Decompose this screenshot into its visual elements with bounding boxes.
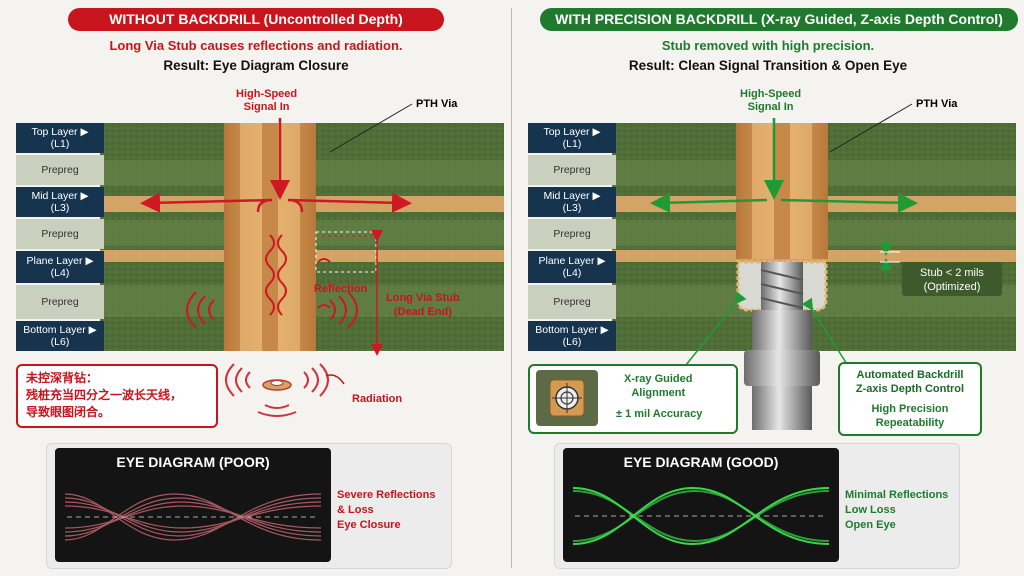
left-header: WITHOUT BACKDRILL (Uncontrolled Depth) <box>68 8 444 31</box>
eye-diagram-poor: EYE DIAGRAM (POOR) <box>55 448 331 562</box>
left-pth-via-label: PTH Via <box>416 98 458 110</box>
stub-note-box: Stub < 2 mils (Optimized) <box>902 262 1002 296</box>
layer-top: Top Layer ▶(L1) <box>16 123 104 153</box>
left-subtitle: Long Via Stub causes reflections and rad… <box>109 38 403 53</box>
stub-label: Long Via Stub(Dead End) <box>386 292 460 318</box>
left-cross-section <box>100 118 504 417</box>
left-eye-box: EYE DIAGRAM (POOR) Severe Reflections& L… <box>46 443 452 569</box>
layer-bottom: Bottom Layer ▶(L6) <box>16 321 104 351</box>
layer-top: Top Layer ▶(L1) <box>528 123 616 153</box>
crosshair-icon <box>536 370 598 426</box>
right-header: WITH PRECISION BACKDRILL (X-ray Guided, … <box>540 8 1018 31</box>
eye-title-poor: EYE DIAGRAM (POOR) <box>116 454 270 470</box>
right-pth-via-label: PTH Via <box>916 98 958 110</box>
radiation-label: Radiation <box>352 393 403 405</box>
eye-title-good: EYE DIAGRAM (GOOD) <box>623 454 779 470</box>
stub-note-line-2: (Optimized) <box>923 281 981 293</box>
accuracy-label: ± 1 mil Accuracy <box>616 408 703 420</box>
eye-diagram-good: EYE DIAGRAM (GOOD) <box>563 448 839 562</box>
right-pth-leader <box>829 103 913 153</box>
reflection-label: Reflection <box>314 283 368 295</box>
right-result: Result: Clean Signal Transition & Open E… <box>628 58 908 73</box>
left-result: Result: Eye Diagram Closure <box>163 58 349 73</box>
layer-prepreg-2: Prepreg <box>528 219 616 249</box>
chinese-note-line-1: 未控深背钻： <box>26 371 99 385</box>
layer-prepreg-2: Prepreg <box>16 219 104 249</box>
chinese-note-box: 未控深背钻： 残桩充当四分之一波长天线， 导致眼图闭合。 <box>16 364 218 428</box>
layer-plane: Plane Layer ▶(L4) <box>528 251 616 283</box>
panel-without-backdrill: WITHOUT BACKDRILL (Uncontrolled Depth) L… <box>16 8 504 569</box>
radiation-icon <box>225 363 345 417</box>
chinese-note-line-2: 残桩充当四分之一波长天线， <box>26 388 183 402</box>
left-pth-leader <box>329 103 413 153</box>
chinese-note-line-3: 导致眼图闭合。 <box>26 405 111 419</box>
stub-note-line-1: Stub < 2 mils <box>920 267 984 279</box>
panel-divider <box>511 8 512 568</box>
drill-bit-icon <box>744 262 820 430</box>
layer-prepreg-1: Prepreg <box>16 155 104 185</box>
right-subtitle: Stub removed with high precision. <box>661 38 875 53</box>
layer-prepreg-3: Prepreg <box>16 285 104 319</box>
layer-prepreg-3: Prepreg <box>528 285 616 319</box>
layer-mid: Mid Layer ▶(L3) <box>16 187 104 217</box>
right-cross-section <box>612 118 1016 430</box>
panel-with-backdrill: WITH PRECISION BACKDRILL (X-ray Guided, … <box>512 0 1024 576</box>
eye-traces-good <box>572 486 830 546</box>
eye-traces-poor <box>64 493 322 541</box>
layer-plane: Plane Layer ▶(L4) <box>16 251 104 283</box>
layer-prepreg-1: Prepreg <box>528 155 616 185</box>
layer-bottom: Bottom Layer ▶(L6) <box>528 321 616 351</box>
layer-mid: Mid Layer ▶(L3) <box>528 187 616 217</box>
